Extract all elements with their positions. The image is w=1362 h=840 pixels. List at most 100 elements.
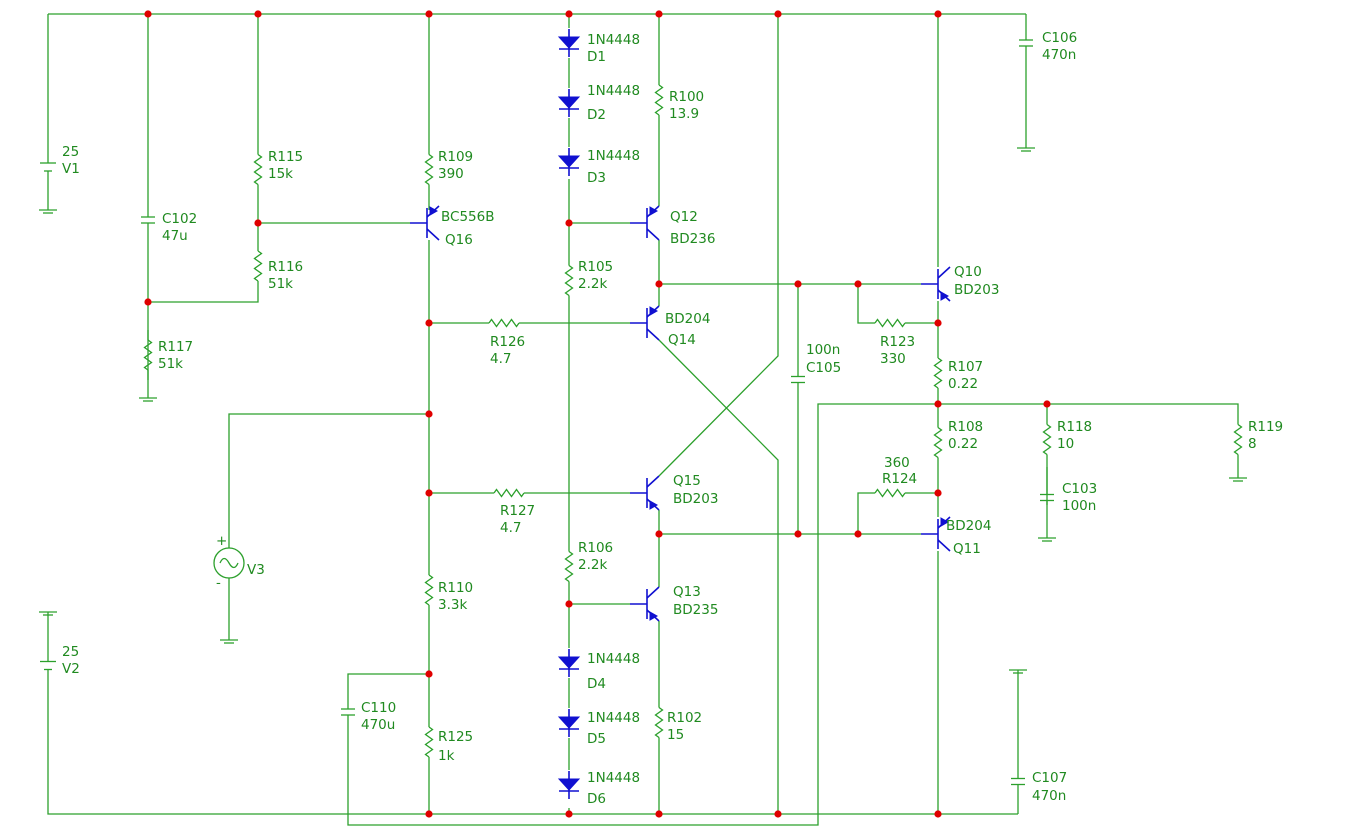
label-q16-type: BC556B bbox=[441, 209, 494, 225]
label-d4-name: D4 bbox=[587, 676, 606, 692]
label-r100-val: 13.9 bbox=[669, 106, 699, 122]
label-r124-name: R124 bbox=[882, 471, 917, 487]
label-c105-name: C105 bbox=[806, 360, 841, 376]
label-d2-type: 1N4448 bbox=[587, 83, 640, 99]
resistor-zigzag bbox=[493, 488, 525, 498]
label-c110-name: C110 bbox=[361, 700, 396, 716]
resistor-zigzag bbox=[488, 318, 520, 328]
label-d4-type: 1N4448 bbox=[587, 651, 640, 667]
junction-dot bbox=[794, 280, 802, 288]
label-d3-name: D3 bbox=[587, 170, 606, 186]
label-q12-name: Q12 bbox=[670, 209, 698, 225]
label-r116-val: 51k bbox=[268, 276, 293, 292]
wire-cross-a bbox=[658, 339, 779, 814]
junction-dot bbox=[655, 10, 663, 18]
label-v2-val: 25 bbox=[62, 644, 79, 660]
label-c103-val: 100n bbox=[1062, 498, 1096, 514]
label-c110-val: 470u bbox=[361, 717, 395, 733]
resistor-zigzag bbox=[933, 426, 943, 459]
wire bbox=[938, 403, 1239, 412]
junction-dot bbox=[794, 530, 802, 538]
junction-dot bbox=[254, 10, 262, 18]
ground-r119 bbox=[1229, 477, 1247, 482]
transistor-q12 bbox=[630, 205, 660, 241]
label-c106-name: C106 bbox=[1042, 30, 1077, 46]
label-r109-val: 390 bbox=[438, 166, 464, 182]
voltage-source-v3 bbox=[213, 547, 245, 592]
junction-dot bbox=[854, 530, 862, 538]
label-v3-name: V3 bbox=[247, 562, 265, 578]
transistor-arrow bbox=[649, 500, 659, 510]
label-r102-name: R102 bbox=[667, 710, 702, 726]
transistor-upper-lead bbox=[646, 586, 660, 599]
label-r105-val: 2.2k bbox=[578, 276, 607, 292]
capacitor-c103 bbox=[1040, 490, 1054, 505]
label-d1-name: D1 bbox=[587, 49, 606, 65]
junction-dot bbox=[934, 489, 942, 497]
label-r119-name: R119 bbox=[1248, 419, 1283, 435]
wire bbox=[228, 413, 429, 548]
transistor-upper-lead bbox=[646, 475, 660, 488]
label-r107-name: R107 bbox=[948, 359, 983, 375]
ground-r117 bbox=[139, 397, 157, 402]
label-d2-name: D2 bbox=[587, 107, 606, 123]
resistor-zigzag bbox=[424, 574, 434, 606]
junction-dot bbox=[774, 810, 782, 818]
label-r123-name: R123 bbox=[880, 334, 915, 350]
junction-dot bbox=[425, 319, 433, 327]
label-r124-val: 360 bbox=[884, 455, 910, 471]
label-r125-val: 1k bbox=[438, 748, 455, 764]
battery-v1 bbox=[40, 157, 56, 177]
label-r119-val: 8 bbox=[1248, 436, 1257, 452]
sine-wave bbox=[219, 557, 239, 569]
transistor-arrow bbox=[429, 206, 439, 216]
junction-dot bbox=[565, 10, 573, 18]
label-r110-val: 3.3k bbox=[438, 597, 467, 613]
wire bbox=[347, 673, 429, 706]
resistor-zigzag bbox=[654, 706, 664, 739]
transistor-q13 bbox=[630, 586, 660, 622]
label-q11-name: Q11 bbox=[953, 541, 981, 557]
ground-c107-top bbox=[1009, 669, 1027, 674]
junction-dot bbox=[425, 489, 433, 497]
junction-dot bbox=[1043, 400, 1051, 408]
label-c107-name: C107 bbox=[1032, 770, 1067, 786]
resistor-zigzag bbox=[874, 318, 906, 328]
resistor-r117 bbox=[143, 330, 153, 380]
transistor-arrow bbox=[940, 517, 950, 527]
diode-triangle bbox=[557, 36, 581, 49]
label-r109-name: R109 bbox=[438, 149, 473, 165]
resistor-r126 bbox=[472, 318, 536, 328]
transistor-arrow bbox=[649, 206, 659, 216]
resistor-r110 bbox=[424, 560, 434, 620]
junction-dot bbox=[655, 530, 663, 538]
label-c102-val: 47u bbox=[162, 228, 188, 244]
resistor-zigzag bbox=[564, 550, 574, 583]
label-c102-name: C102 bbox=[162, 211, 197, 227]
label-r117-name: R117 bbox=[158, 339, 193, 355]
transistor-q14 bbox=[630, 305, 660, 341]
wire-cross-b bbox=[658, 14, 779, 477]
label-d5-type: 1N4448 bbox=[587, 710, 640, 726]
wire bbox=[857, 284, 870, 324]
diode-triangle bbox=[557, 96, 581, 109]
transistor-lower-lead bbox=[426, 228, 440, 241]
junction-dot bbox=[934, 10, 942, 18]
capacitor-c102 bbox=[141, 211, 155, 229]
label-c103-name: C103 bbox=[1062, 481, 1097, 497]
wire bbox=[347, 403, 938, 826]
resistor-zigzag bbox=[143, 339, 153, 371]
wire bbox=[857, 492, 870, 534]
transistor-q11 bbox=[921, 516, 951, 552]
resistor-r119 bbox=[1233, 412, 1243, 467]
label-r107-val: 0.22 bbox=[948, 376, 978, 392]
transistor-upper-lead bbox=[937, 266, 951, 279]
resistor-r123 bbox=[870, 318, 910, 328]
junction-dot bbox=[854, 280, 862, 288]
resistor-r100 bbox=[654, 80, 664, 120]
label-d6-type: 1N4448 bbox=[587, 770, 640, 786]
diode-d5 bbox=[557, 709, 581, 737]
diode-d6 bbox=[557, 771, 581, 799]
label-q13-name: Q13 bbox=[673, 584, 701, 600]
diode-d1 bbox=[557, 29, 581, 57]
